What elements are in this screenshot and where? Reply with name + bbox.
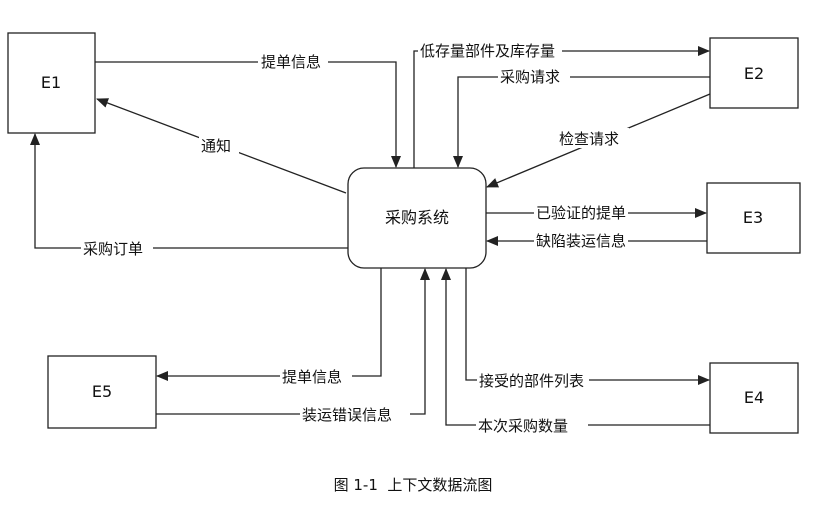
flow-verified-bill: 已验证的提单 bbox=[486, 202, 707, 222]
flow-purchase-request-label: 采购请求 bbox=[500, 68, 560, 86]
entity-e4-label: E4 bbox=[744, 388, 764, 407]
flow-low-stock-label: 低存量部件及库存量 bbox=[420, 42, 555, 60]
entity-e3-label: E3 bbox=[743, 208, 763, 227]
entity-e3: E3 bbox=[706, 182, 801, 254]
flow-defect-shipping: 缺陷装运信息 bbox=[486, 230, 707, 250]
flow-notice-label: 通知 bbox=[201, 137, 231, 155]
entity-e4: E4 bbox=[709, 362, 799, 434]
process-purchasing-system: 采购系统 bbox=[347, 167, 487, 269]
flow-e5-bill-info: 提单信息 bbox=[156, 268, 382, 386]
flow-shipping-error: 装运错误信息 bbox=[156, 268, 430, 424]
entity-e5: E5 bbox=[47, 355, 157, 429]
flow-purchase-order: 采购订单 bbox=[30, 133, 348, 258]
entity-e1-label: E1 bbox=[41, 73, 61, 92]
flow-defect-shipping-label: 缺陷装运信息 bbox=[536, 232, 626, 250]
flow-e1-bill-info-label: 提单信息 bbox=[261, 53, 321, 71]
flow-purchase-qty: 本次采购数量 bbox=[441, 268, 710, 435]
figure-caption: 图 1-1 上下文数据流图 bbox=[334, 476, 493, 494]
process-label: 采购系统 bbox=[385, 208, 449, 227]
flow-purchase-request: 采购请求 bbox=[453, 66, 710, 168]
flow-accepted-parts: 接受的部件列表 bbox=[465, 268, 710, 390]
flow-low-stock: 低存量部件及库存量 bbox=[413, 40, 710, 168]
entity-e2-label: E2 bbox=[744, 64, 764, 83]
entity-e1: E1 bbox=[7, 32, 96, 134]
flow-check-request: 检查请求 bbox=[486, 93, 711, 188]
flow-e5-bill-info-label: 提单信息 bbox=[282, 368, 342, 386]
flow-shipping-error-label: 装运错误信息 bbox=[302, 406, 392, 424]
flow-verified-bill-label: 已验证的提单 bbox=[536, 204, 626, 222]
flow-e1-bill-info: 提单信息 bbox=[95, 51, 401, 168]
flow-notice: 通知 bbox=[96, 98, 347, 194]
flow-purchase-order-label: 采购订单 bbox=[83, 240, 143, 258]
flow-purchase-qty-label: 本次采购数量 bbox=[478, 417, 568, 435]
flow-check-request-label: 检查请求 bbox=[559, 130, 619, 148]
entity-e5-label: E5 bbox=[92, 382, 112, 401]
entity-e2: E2 bbox=[709, 37, 799, 109]
flow-accepted-parts-label: 接受的部件列表 bbox=[479, 372, 584, 390]
